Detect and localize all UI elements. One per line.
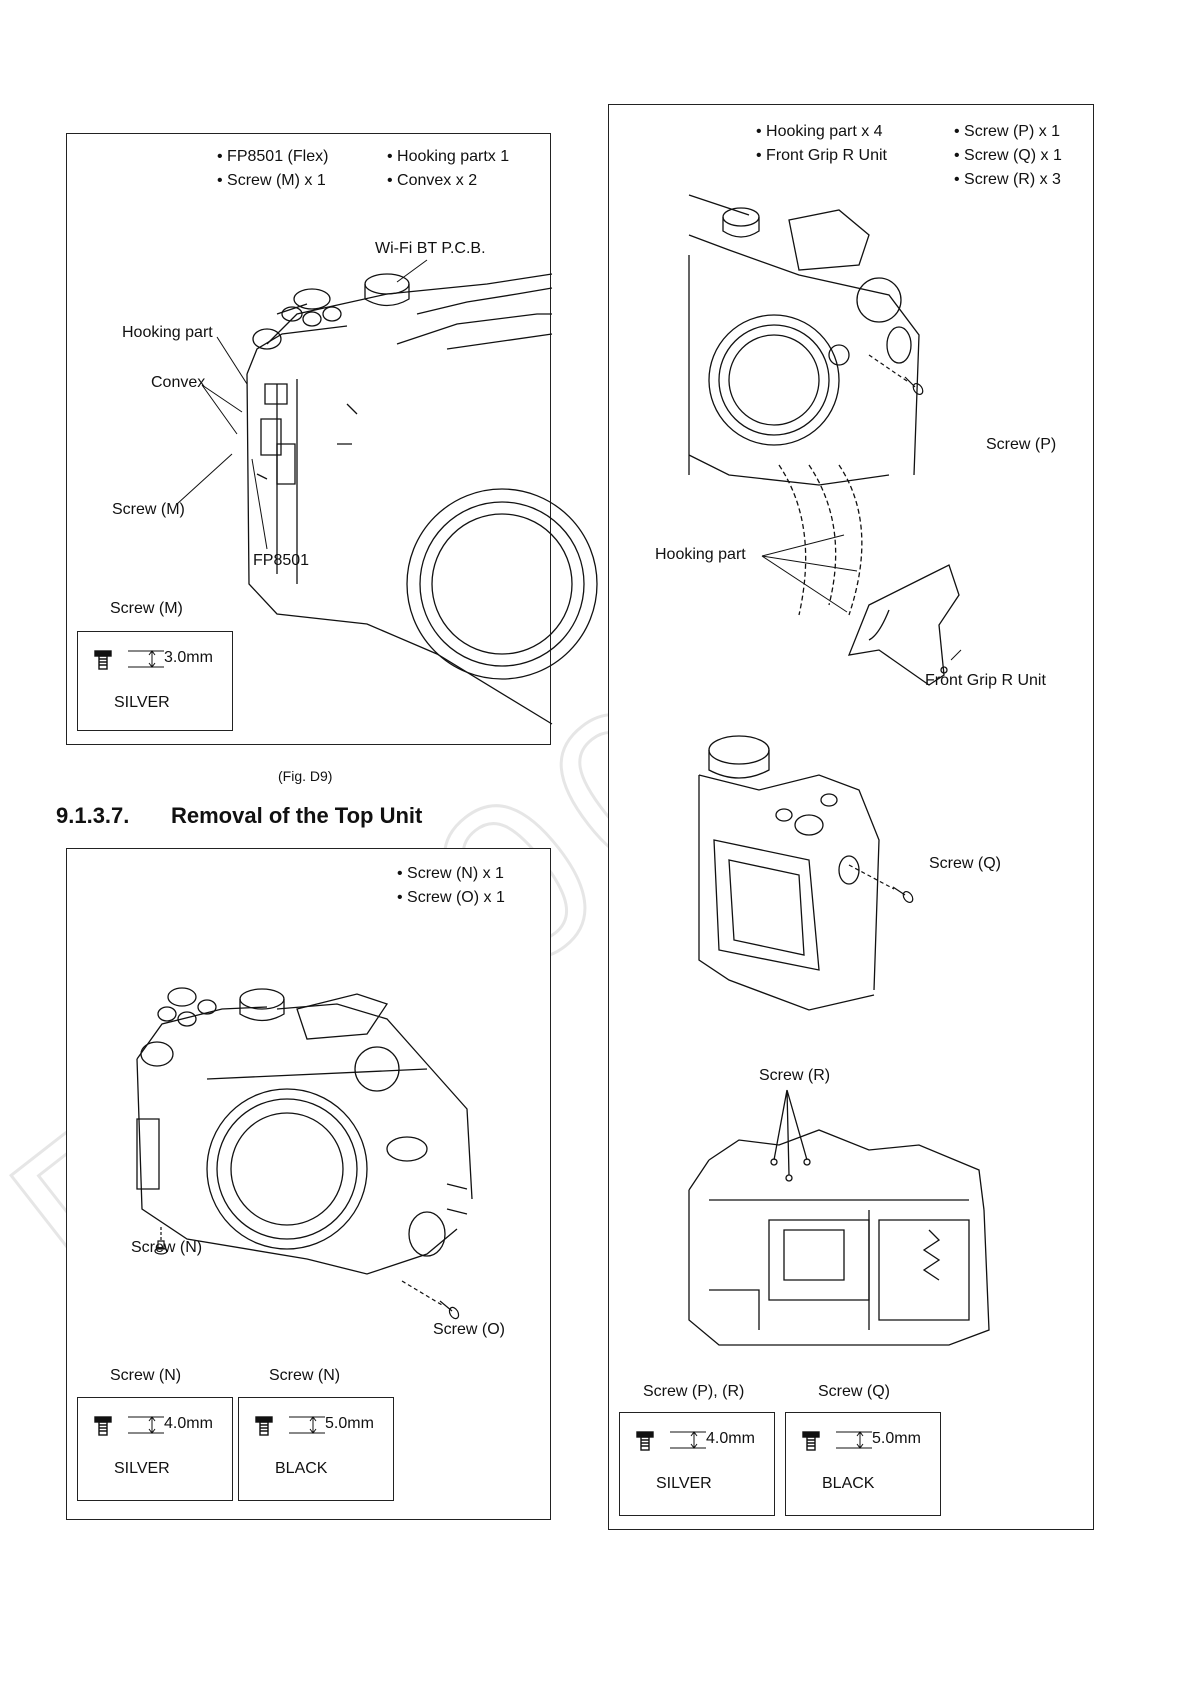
screw-m-box-title: Screw (M) xyxy=(110,600,183,617)
parts-item-screw-m: • Screw (M) x 1 xyxy=(217,172,326,189)
label-screw-q: Screw (Q) xyxy=(929,855,1001,872)
screw-p-illustration xyxy=(869,355,929,395)
screw-n2-spec-box: 5.0mm BLACK xyxy=(238,1397,394,1501)
section-number: 9.1.3.7. xyxy=(56,803,130,828)
section-heading: 9.1.3.7. Removal of the Top Unit xyxy=(56,803,422,829)
screw-n2-color: BLACK xyxy=(275,1460,328,1477)
parts-item-screw-n: • Screw (N) x 1 xyxy=(397,865,504,882)
parts-item-hooking: • Hooking part x 4 xyxy=(756,123,883,140)
camera-illustration xyxy=(237,254,552,734)
camera-open-illustration xyxy=(689,720,899,1010)
camera-illustration xyxy=(127,969,527,1279)
screw-icon xyxy=(255,1416,273,1436)
screw-m-color: SILVER xyxy=(114,694,170,711)
label-convex: Convex xyxy=(151,374,206,391)
screw-q-box-title: Screw (Q) xyxy=(818,1383,890,1400)
parts-item-fp8501: • FP8501 (Flex) xyxy=(217,148,329,165)
fig-d9-caption: (Fig. D9) xyxy=(278,768,333,784)
screw-n-spec-box: 4.0mm SILVER xyxy=(77,1397,233,1501)
front-grip-panel: • Hooking part x 4 • Front Grip R Unit •… xyxy=(608,104,1094,1530)
leader-lines xyxy=(67,134,552,746)
parts-item-screw-o: • Screw (O) x 1 xyxy=(397,889,505,906)
label-hooking-part: Hooking part xyxy=(655,546,746,563)
label-wifi-pcb: Wi-Fi BT P.C.B. xyxy=(375,240,486,257)
parts-item-screw-p: • Screw (P) x 1 xyxy=(954,123,1061,140)
screw-pr-length: 4.0mm xyxy=(706,1430,755,1447)
length-dimension-icon xyxy=(128,650,164,668)
screw-icon xyxy=(94,1416,112,1436)
screw-o-illustration xyxy=(402,1281,462,1321)
camera-front-illustration xyxy=(689,195,929,495)
screw-icon xyxy=(636,1431,654,1451)
screw-pr-color: SILVER xyxy=(656,1475,712,1492)
screw-n2-length: 5.0mm xyxy=(325,1415,374,1432)
screw-icon xyxy=(94,650,112,670)
screw-q-illustration xyxy=(849,865,919,905)
top-unit-panel: • Screw (N) x 1 • Screw (O) x 1 Screw (N… xyxy=(66,848,551,1520)
screw-pr-box-title: Screw (P), (R) xyxy=(643,1383,745,1400)
parts-item-convex: • Convex x 2 xyxy=(387,172,478,189)
label-screw-r: Screw (R) xyxy=(759,1067,831,1084)
screw-pr-spec-box: 4.0mm SILVER xyxy=(619,1412,775,1516)
screw-n-illustration xyxy=(151,1227,171,1257)
screw-q-color: BLACK xyxy=(822,1475,875,1492)
length-dimension-icon xyxy=(128,1416,164,1434)
length-dimension-icon xyxy=(289,1416,325,1434)
label-screw-n: Screw (N) xyxy=(131,1239,203,1256)
parts-item-screw-q: • Screw (Q) x 1 xyxy=(954,147,1062,164)
hooking-leaders xyxy=(609,105,1095,1531)
label-screw-m: Screw (M) xyxy=(112,501,185,518)
screw-n-color: SILVER xyxy=(114,1460,170,1477)
length-dimension-icon xyxy=(836,1431,872,1449)
screw-q-spec-box: 5.0mm BLACK xyxy=(785,1412,941,1516)
screw-n-length: 4.0mm xyxy=(164,1415,213,1432)
screw-q-length: 5.0mm xyxy=(872,1430,921,1447)
screw-n-box-title: Screw (N) xyxy=(110,1367,182,1384)
camera-rear-illustration xyxy=(679,1090,1029,1350)
parts-item-hooking: • Hooking partx 1 xyxy=(387,148,510,165)
screw-m-length: 3.0mm xyxy=(164,649,213,666)
label-front-grip: Front Grip R Unit xyxy=(925,672,1046,689)
parts-item-front-grip: • Front Grip R Unit xyxy=(756,147,887,164)
parts-item-screw-r: • Screw (R) x 3 xyxy=(954,171,1061,188)
label-fp8501: FP8501 xyxy=(253,552,310,569)
screw-m-spec-box: 3.0mm SILVER xyxy=(77,631,233,731)
front-grip-illustration xyxy=(759,465,999,765)
label-hooking-part: Hooking part xyxy=(122,324,213,341)
length-dimension-icon xyxy=(670,1431,706,1449)
label-screw-p: Screw (P) xyxy=(986,436,1057,453)
screw-n2-box-title: Screw (N) xyxy=(269,1367,341,1384)
screw-icon xyxy=(802,1431,820,1451)
section-title: Removal of the Top Unit xyxy=(171,803,423,828)
label-screw-o: Screw (O) xyxy=(433,1321,505,1338)
fig-d9-panel: • FP8501 (Flex) • Screw (M) x 1 • Hookin… xyxy=(66,133,551,745)
